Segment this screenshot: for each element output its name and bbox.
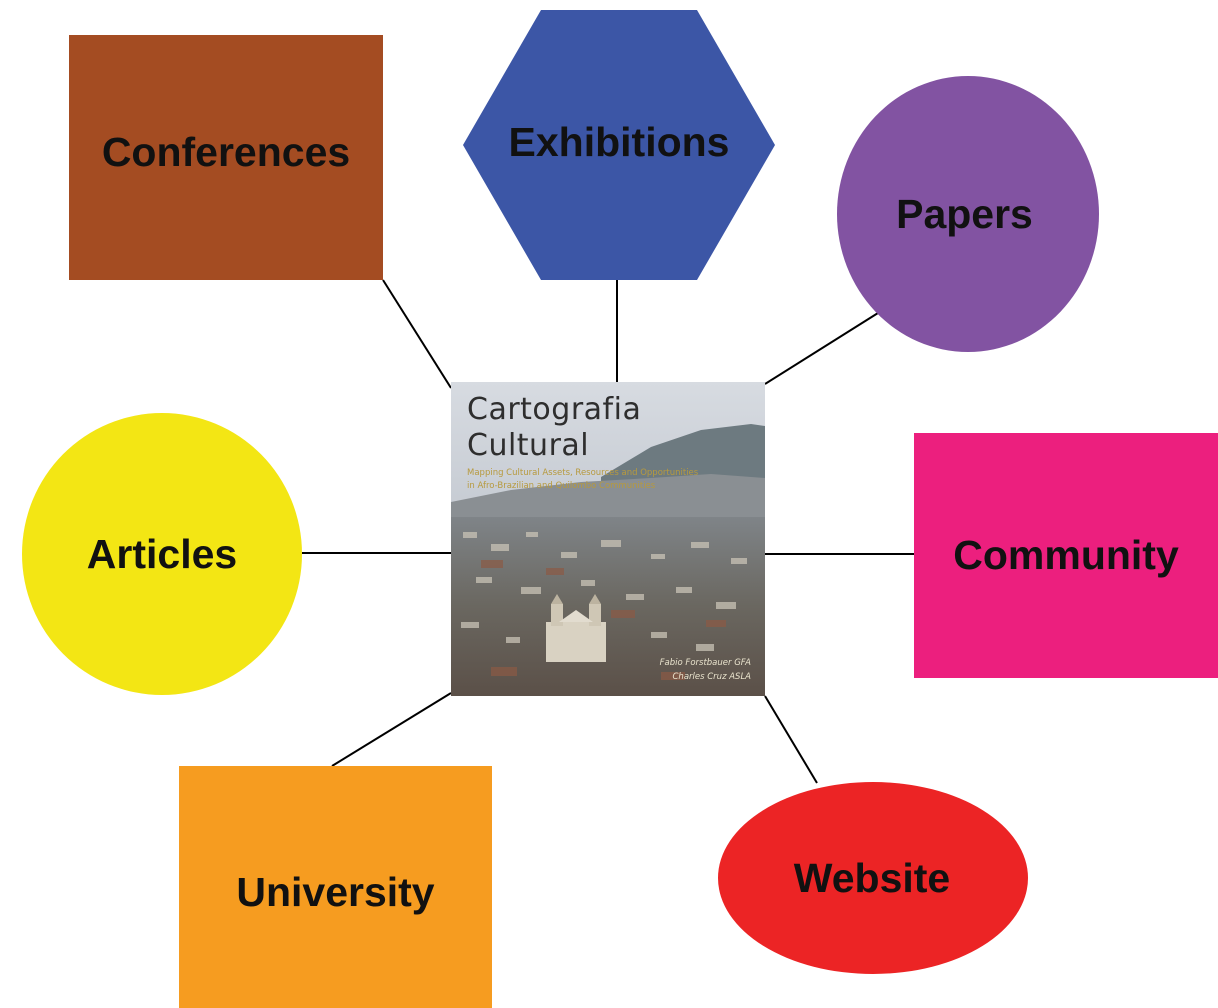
articles-node: Articles — [22, 413, 302, 695]
cover-photo — [451, 382, 765, 696]
cover-subtitle-line2: in Afro-Brazilian and Quilombo Communiti… — [467, 481, 656, 491]
connector-conferences — [382, 279, 452, 389]
papers-node: Papers — [837, 76, 1099, 352]
church-illustration — [546, 594, 606, 662]
university-node: University — [179, 766, 492, 1008]
cover-subtitle-line1: Mapping Cultural Assets, Resources and O… — [467, 468, 699, 478]
cover-author-line1: Fabio Forstbauer GFA — [659, 658, 751, 668]
connector-website — [764, 695, 818, 784]
connector-papers — [764, 312, 879, 385]
connector-university — [331, 692, 452, 767]
community-node: Community — [914, 433, 1218, 678]
website-label: Website — [793, 854, 951, 901]
university-label: University — [236, 868, 435, 915]
exhibitions-node: Exhibitions — [463, 10, 775, 280]
conferences-label: Conferences — [101, 129, 351, 175]
papers-label: Papers — [896, 190, 1033, 237]
articles-label: Articles — [86, 530, 238, 577]
community-label: Community — [953, 532, 1179, 578]
cover-title-line1: Cartografia — [467, 392, 642, 427]
exhibitions-label: Exhibitions — [508, 119, 730, 165]
website-node: Website — [718, 782, 1028, 974]
cover-title-line2: Cultural — [467, 428, 590, 463]
conferences-node: Conferences — [69, 35, 383, 280]
center-book-cover: Cartografia Cultural Mapping Cultural As… — [451, 382, 765, 696]
cover-author-line2: Charles Cruz ASLA — [672, 672, 752, 682]
